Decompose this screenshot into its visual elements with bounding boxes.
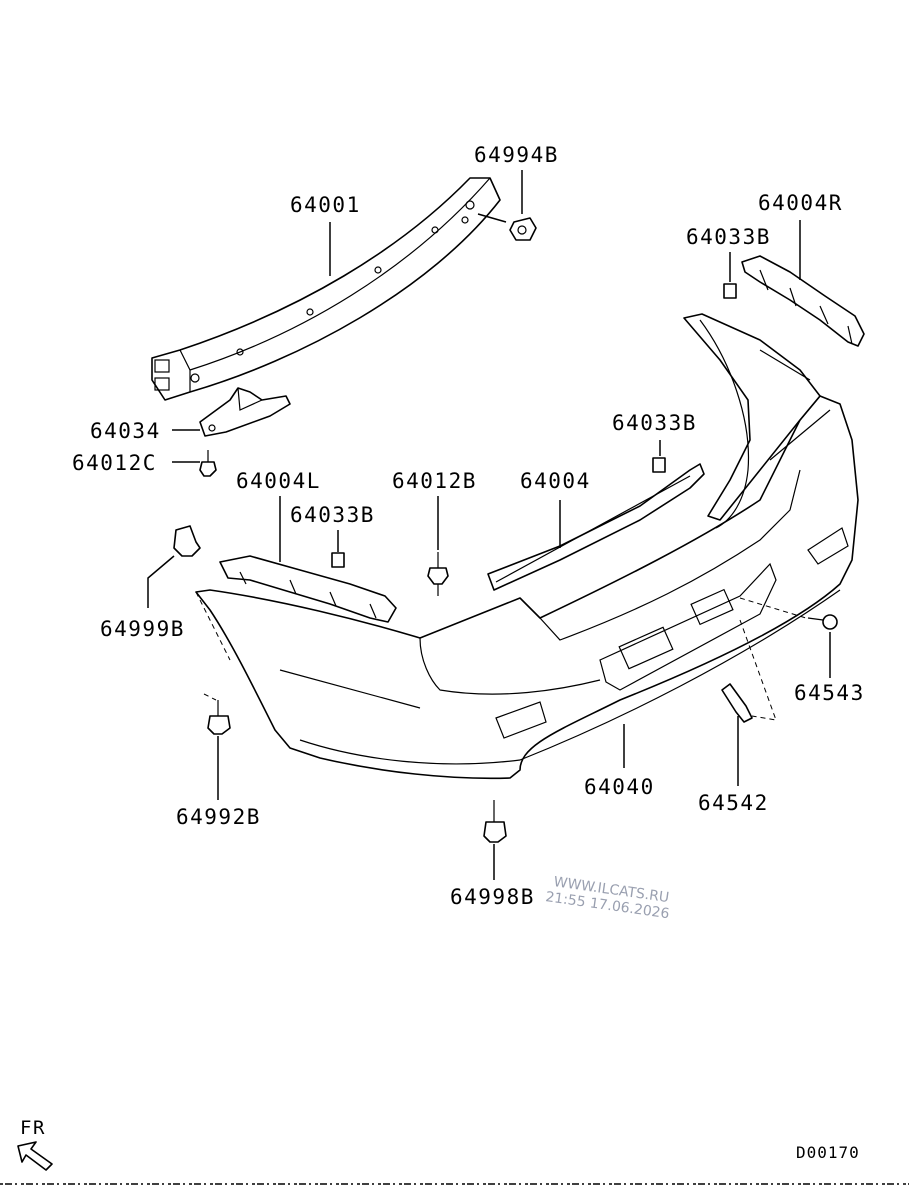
nut-64994B: [509, 217, 537, 241]
label-64994B: 64994B: [474, 143, 559, 167]
label-64033B-left: 64033B: [290, 503, 375, 527]
bracket-64034: [199, 387, 291, 437]
label-64001: 64001: [290, 193, 361, 217]
reinforcement-beam-64001: [151, 177, 501, 401]
label-64034: 64034: [90, 419, 161, 443]
direction-label: FR: [20, 1117, 46, 1139]
screw-64543: [739, 597, 838, 630]
fastener-64999B: [173, 525, 201, 557]
retainer-64004R: [741, 255, 865, 347]
clip-64033B-center: [652, 457, 666, 473]
figure-code: D00170: [796, 1143, 860, 1162]
label-64999B: 64999B: [100, 617, 185, 641]
label-64543: 64543: [794, 681, 865, 705]
retainer-64004L: [219, 555, 397, 623]
front-arrow-icon: [17, 1141, 53, 1171]
direction-indicator: FR: [17, 1117, 53, 1171]
label-64033B-center: 64033B: [612, 411, 697, 435]
screw-64992B: [203, 693, 231, 735]
label-64992B: 64992B: [176, 805, 261, 829]
bumper-cover-64040: [195, 313, 859, 780]
label-64012C: 64012C: [72, 451, 157, 475]
clip-64033B-left: [331, 552, 345, 568]
label-64033B-right: 64033B: [686, 225, 771, 249]
label-64004: 64004: [520, 469, 591, 493]
label-64012B: 64012B: [392, 469, 477, 493]
clip-64033B-right: [723, 283, 737, 299]
label-64998B: 64998B: [450, 885, 535, 909]
label-64542: 64542: [698, 791, 769, 815]
watermark: WWW.ILCATS.RU 21:55 17.06.2026: [544, 874, 670, 922]
label-64040: 64040: [584, 775, 655, 799]
clip-64012C: [199, 450, 217, 477]
bracket-64542: [721, 619, 777, 723]
screw-64998B: [483, 800, 507, 843]
part-labels: 64994B 64001 64004R 64033B 64034 64012C …: [72, 143, 865, 909]
retainer-64004: [487, 463, 705, 591]
clip-64012B: [427, 552, 449, 596]
label-64004R: 64004R: [758, 191, 843, 215]
leader-lines: [147, 170, 831, 880]
label-64004L: 64004L: [236, 469, 321, 493]
